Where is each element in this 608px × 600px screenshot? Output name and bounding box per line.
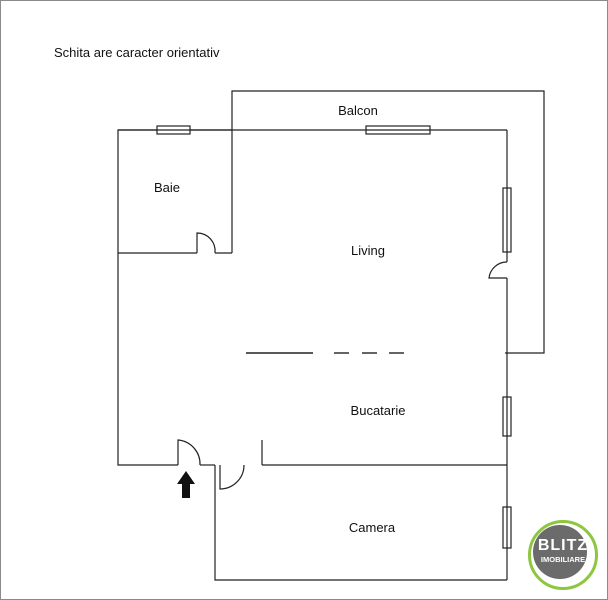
disclaimer-note: Schita are caracter orientativ [54, 45, 220, 60]
room-label-baie: Baie [153, 180, 181, 195]
logo-text-brand: BLITZ [537, 537, 589, 554]
room-label-living: Living [351, 243, 385, 258]
door-camera [219, 464, 245, 490]
room-label-bucatarie: Bucatarie [350, 403, 406, 418]
balcony-outline [231, 90, 545, 354]
door-entrance [177, 439, 201, 466]
logo-text-sub: IMOBILIARE [540, 555, 586, 564]
room-label-balcon: Balcon [338, 103, 378, 118]
wall-camera [214, 465, 507, 581]
arrow-up-icon [177, 471, 195, 498]
door-living-balcon [488, 261, 508, 279]
logo-disc [533, 525, 587, 579]
room-label-camera: Camera [348, 520, 396, 535]
blitz-logo: BLITZ IMOBILIARE [528, 520, 598, 590]
door-baie [196, 232, 216, 254]
